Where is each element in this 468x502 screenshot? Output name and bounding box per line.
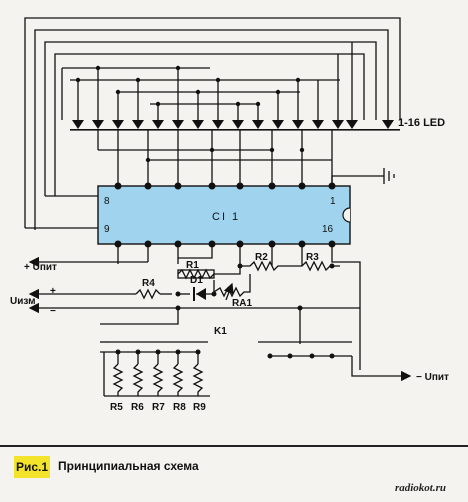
caption-bar [0,445,468,502]
label-r4: R4 [142,278,155,289]
circuit-diagram: 1-16 LED CI 1 8 9 1 16 [10,17,449,413]
label-r9: R9 [193,402,206,413]
label-k1: K1 [214,326,227,337]
label-minus: − [50,306,56,317]
figure-label: Рис.1 [14,456,50,478]
label-r6: R6 [131,402,144,413]
label-r8: R8 [173,402,186,413]
label-ra1: RA1 [232,298,252,309]
label-r3: R3 [306,252,319,263]
label-minus-supply: − Uпит [416,372,449,383]
label-r7: R7 [152,402,165,413]
led-label: 1-16 LED [398,117,445,129]
led-bus-wires [24,17,401,230]
site-watermark: radiokot.ru [394,482,446,494]
junction-dots [75,65,336,248]
label-u-meas: Uизм [10,296,36,307]
label-r1: R1 [186,260,199,271]
label-d1: D1 [190,275,203,286]
diode-d1 [193,287,206,301]
component-labels: R1 R2 R3 R4 D1 RA1 K1 + Uпит + Uизм − − … [10,252,449,413]
figure-caption: Принципиальная схема [58,459,199,473]
led-row [70,120,400,131]
label-r5: R5 [110,402,123,413]
pin-9-label: 9 [104,224,110,235]
pin-1-label: 1 [330,196,336,207]
chip-name: CI 1 [212,211,240,223]
lower-wiring [28,244,412,397]
pin-8-label: 8 [104,196,110,207]
label-plus: + [50,286,56,297]
label-r2: R2 [255,252,268,263]
pin-16-label: 16 [322,224,334,235]
chip-ci1: CI 1 8 9 1 16 [97,185,351,245]
lower-nodes [115,263,335,359]
label-plus-supply: + Uпит [24,262,57,273]
